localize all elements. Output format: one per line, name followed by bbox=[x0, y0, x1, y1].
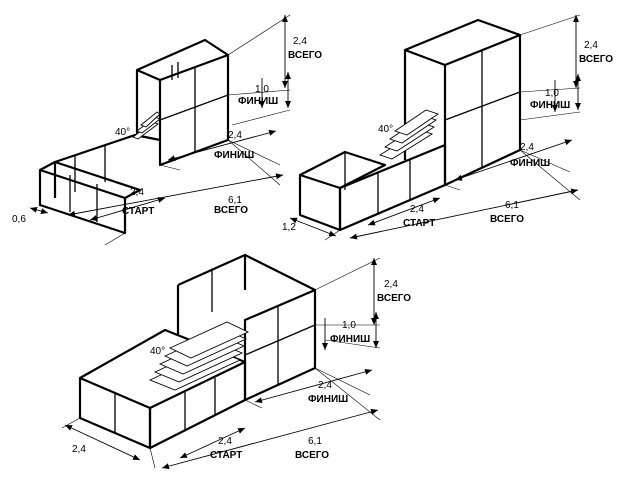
total-length-label: ВСЕГО bbox=[214, 205, 248, 216]
total-height-label: ВСЕГО bbox=[579, 54, 613, 65]
finish-grid bbox=[159, 68, 229, 152]
diagram-wide-lane: 40° 2,4 ВСЕГО 1,0 ФИНИШ 2,4 ФИНИШ 6,1 ВС… bbox=[61, 253, 411, 470]
start-length-label: СТАРТ bbox=[210, 450, 242, 461]
start-front-wall bbox=[38, 168, 127, 235]
total-length-dim bbox=[161, 408, 379, 470]
width-dim bbox=[29, 206, 49, 215]
finish-height-value: 1,0 bbox=[255, 84, 269, 95]
start-back-posts bbox=[74, 145, 106, 192]
finish-length-dim bbox=[167, 129, 277, 162]
finish-back-top bbox=[176, 253, 316, 335]
finish-height-label: ФИНИШ bbox=[330, 334, 370, 345]
angle-label: 40° bbox=[378, 124, 393, 135]
start-length-dim bbox=[89, 197, 166, 221]
total-height-value: 2,4 bbox=[293, 36, 307, 47]
angle-label: 40° bbox=[115, 127, 130, 138]
finish-height-label: ФИНИШ bbox=[530, 100, 570, 111]
stairs bbox=[132, 111, 161, 140]
start-length-label: СТАРТ bbox=[122, 206, 154, 217]
stairs bbox=[148, 321, 250, 391]
finish-length-dim bbox=[254, 368, 373, 404]
start-length-value: 2,4 bbox=[130, 187, 144, 198]
start-end-wall bbox=[298, 173, 342, 232]
width-value: 2,4 bbox=[72, 444, 86, 455]
total-length-dim bbox=[349, 188, 579, 240]
finish-height-label: ФИНИШ bbox=[238, 96, 278, 107]
total-height-value: 2,4 bbox=[384, 279, 398, 290]
start-length-dim bbox=[367, 197, 441, 226]
finish-length-value: 2,4 bbox=[228, 130, 242, 141]
width-value: 1,2 bbox=[282, 222, 296, 233]
finish-ladder bbox=[171, 62, 179, 80]
finish-height-value: 1,0 bbox=[342, 320, 356, 331]
start-length-dim bbox=[179, 427, 246, 459]
total-height-label: ВСЕГО bbox=[288, 50, 322, 61]
start-top bbox=[299, 150, 387, 189]
stairs bbox=[378, 109, 440, 160]
finish-grid bbox=[444, 50, 521, 185]
finish-length-value: 2,4 bbox=[318, 380, 332, 391]
width-value: 0,6 bbox=[12, 214, 26, 225]
finish-height-value: 1,0 bbox=[545, 88, 559, 99]
start-back-rail bbox=[54, 133, 161, 164]
start-length-value: 2,4 bbox=[410, 204, 424, 215]
total-height-label: ВСЕГО bbox=[377, 293, 411, 304]
diagram-medium-lane: 40° 2,4 ВСЕГО 1,0 ФИНИШ 2,4 ФИНИШ 6,1 ВС… bbox=[282, 14, 613, 241]
diagram-narrow-lane: 40° 2,4 ВСЕГО 1,0 ФИНИШ 2,4 ФИНИШ 6,1 ВС… bbox=[12, 14, 322, 246]
finish-top bbox=[403, 18, 521, 67]
total-length-label: ВСЕГО bbox=[490, 214, 524, 225]
total-length-label: ВСЕГО bbox=[295, 450, 329, 461]
finish-length-value: 2,4 bbox=[520, 142, 534, 153]
total-height-value: 2,4 bbox=[584, 40, 598, 51]
finish-front-wall bbox=[158, 53, 230, 167]
finish-top bbox=[135, 38, 229, 82]
start-length-value: 2,4 bbox=[218, 436, 232, 447]
finish-front-wall bbox=[243, 288, 317, 402]
total-length-value: 6,1 bbox=[308, 436, 322, 447]
start-length-label: СТАРТ bbox=[403, 218, 435, 229]
total-length-value: 6,1 bbox=[228, 195, 242, 206]
finish-length-dim bbox=[454, 139, 573, 181]
total-length-dim bbox=[67, 173, 284, 217]
finish-grid bbox=[211, 270, 316, 385]
finish-length-label: ФИНИШ bbox=[308, 394, 348, 405]
finish-length-label: ФИНИШ bbox=[510, 158, 550, 169]
width-dim bbox=[289, 217, 337, 237]
width-dim bbox=[64, 424, 141, 461]
total-length-value: 6,1 bbox=[505, 200, 519, 211]
angle-label: 40° bbox=[150, 346, 165, 357]
finish-length-label: ФИНИШ bbox=[214, 150, 254, 161]
